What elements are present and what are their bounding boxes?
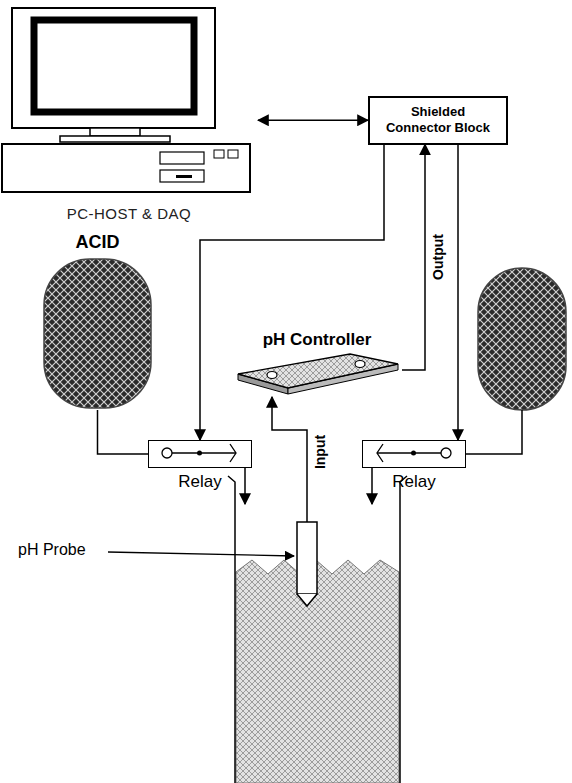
input-wire [272, 397, 307, 522]
relay-contact [377, 444, 383, 462]
connector-line [98, 410, 149, 454]
acid-tank: ACID [40, 230, 155, 410]
relay-node [411, 451, 416, 456]
signal-label: Input [312, 433, 328, 471]
base-tank [478, 268, 566, 410]
controller-plate [232, 352, 402, 404]
plate-top [238, 354, 398, 388]
ph-controller: pH Controller [232, 330, 402, 405]
relay-node [197, 451, 202, 456]
relay-label: Relay [362, 472, 466, 492]
plate-jack [355, 361, 365, 368]
edge-label: Output [430, 232, 446, 282]
connector-line [258, 120, 368, 122]
relay-arm [172, 452, 236, 453]
tank-body [44, 259, 151, 408]
ph-probe-tip [297, 594, 317, 606]
controller-label: pH Controller [232, 330, 402, 350]
device-label: PC-HOST & DAQ [67, 205, 192, 228]
ph-probe [297, 522, 317, 594]
relay: Relay [362, 440, 466, 492]
connector-line [402, 145, 425, 371]
connector-block: Shielded Connector Block [368, 96, 508, 145]
relay: Relay [148, 440, 252, 492]
plate-jack [267, 372, 277, 379]
tank-shape [40, 258, 155, 410]
beaker-wall [228, 476, 407, 783]
connector-line [457, 145, 459, 441]
relay-symbol [149, 441, 250, 466]
base-feed-arrow [371, 468, 373, 504]
block-label: Shielded Connector Block [378, 104, 498, 137]
tank-label: ACID [76, 230, 120, 254]
relay-contact [441, 448, 451, 458]
relay-contact [162, 448, 172, 458]
computer-icon [0, 0, 258, 195]
relay-symbol [363, 441, 464, 466]
relay-box [362, 440, 466, 468]
part-label: pH Probe [16, 541, 88, 559]
acid-feed-arrow [244, 468, 246, 504]
relay-label: Relay [148, 472, 252, 492]
leader-line [108, 552, 294, 556]
tank-pipe [466, 410, 522, 454]
relay-arm [377, 452, 441, 453]
pc-host: PC-HOST & DAQ [0, 0, 258, 228]
relay-contact [230, 444, 236, 462]
relay-box [148, 440, 252, 468]
